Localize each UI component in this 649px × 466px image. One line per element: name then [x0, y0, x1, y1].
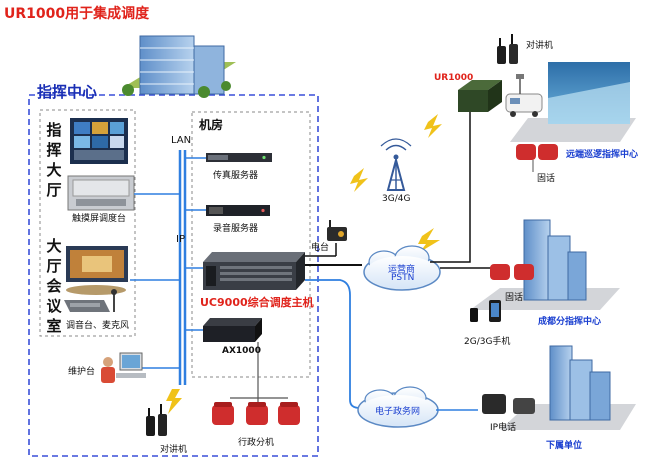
walkie-bottom-label: 对讲机	[160, 445, 188, 455]
uc9000-host-icon	[203, 252, 305, 290]
hall-vertical-label: 指 挥 大 厅	[45, 120, 63, 200]
walkie-bottom-icon	[146, 404, 167, 436]
cell-label: 3G/4G	[382, 194, 411, 204]
mobile-phones-icon	[470, 300, 501, 322]
ur1000-device-icon	[458, 80, 502, 112]
room-char: 厅	[46, 257, 62, 275]
remote-phones-icon	[516, 144, 558, 160]
ip-phones-icon	[482, 394, 535, 414]
fax-server-label: 传真服务器	[213, 171, 259, 181]
walkie-top-label: 对讲机	[526, 41, 554, 51]
hall-boundary	[39, 109, 136, 337]
remote-center-label: 远端巡逻指挥中心	[566, 150, 639, 160]
recording-server-icon	[206, 205, 270, 216]
remote-center-scene-icon	[505, 62, 636, 142]
ip-phone-label: IP电话	[490, 423, 517, 433]
lightning-bottom-icon	[166, 389, 182, 414]
hall-char: 挥	[46, 141, 62, 159]
chengdu-building-icon	[470, 219, 620, 310]
mixer-microphone-icon	[64, 289, 117, 312]
meeting-room-icon	[66, 246, 128, 295]
hall-char: 大	[46, 161, 62, 179]
subordinate-label: 下属单位	[546, 441, 583, 451]
admin-phone-3-icon	[278, 402, 300, 425]
mixer-label: 调音台、麦克风	[66, 321, 130, 331]
machine-room-label: 机房	[199, 118, 224, 132]
radio-label: 电台	[311, 243, 330, 253]
room-char: 室	[46, 317, 62, 335]
fax-server-icon	[206, 153, 272, 162]
hall-char: 厅	[46, 181, 62, 199]
ip-label: IP	[176, 234, 185, 245]
room-char: 大	[46, 237, 62, 255]
video-wall-icon	[70, 118, 128, 164]
lan-label: LAN	[171, 135, 192, 146]
room-char: 会	[46, 277, 62, 295]
chengdu-phones-icon	[490, 264, 534, 280]
admin-phone-2-icon	[246, 402, 268, 425]
mobile-label: 2G/3G手机	[464, 337, 511, 347]
lightning-mid-icon	[350, 168, 368, 192]
command-center-boundary	[28, 94, 319, 457]
fixed-phone-top-label: 固话	[537, 174, 556, 184]
meeting-room-vertical-label: 大 厅 会 议 室	[45, 236, 63, 336]
hall-char: 指	[46, 121, 62, 139]
ur1000-label: UR1000	[434, 73, 474, 83]
host-egov-line	[305, 279, 361, 409]
command-center-label: 指挥中心	[37, 83, 98, 101]
cell-tower-icon	[380, 138, 412, 191]
fixed-phone-mid-label: 固话	[505, 293, 524, 303]
chengdu-center-label: 成都分指挥中心	[538, 317, 602, 327]
maintenance-label: 维护台	[68, 367, 96, 377]
uc9000-host-label: UC9000综合调度主机	[200, 296, 314, 309]
touch-console-icon	[67, 175, 135, 211]
pstn-remote-line	[430, 100, 471, 263]
admin-phone-1-icon	[212, 402, 234, 425]
recording-server-label: 录音服务器	[213, 224, 259, 234]
pstn-cloud-icon	[363, 245, 441, 291]
page-title: UR1000用于集成调度	[4, 6, 150, 22]
egov-label: 电子政务网	[375, 407, 421, 417]
touch-console-label: 触摸屏调度台	[72, 214, 127, 224]
subordinate-building-icon	[500, 345, 636, 430]
walkie-top-icon	[497, 34, 518, 64]
maintenance-workstation-icon	[101, 352, 146, 383]
headquarters-building-icon	[122, 35, 236, 98]
ax1000-label: AX1000	[222, 346, 261, 356]
room-char: 议	[46, 297, 62, 315]
lightning-top-icon	[424, 114, 442, 138]
radio-station-icon	[327, 220, 347, 241]
lightning-right-icon	[418, 228, 440, 252]
admin-ext-label: 行政分机	[238, 438, 275, 448]
pstn-label-line1: 运营商	[388, 265, 416, 275]
ax1000-icon	[203, 318, 262, 342]
pstn-label-line2: PSTN	[391, 273, 415, 283]
